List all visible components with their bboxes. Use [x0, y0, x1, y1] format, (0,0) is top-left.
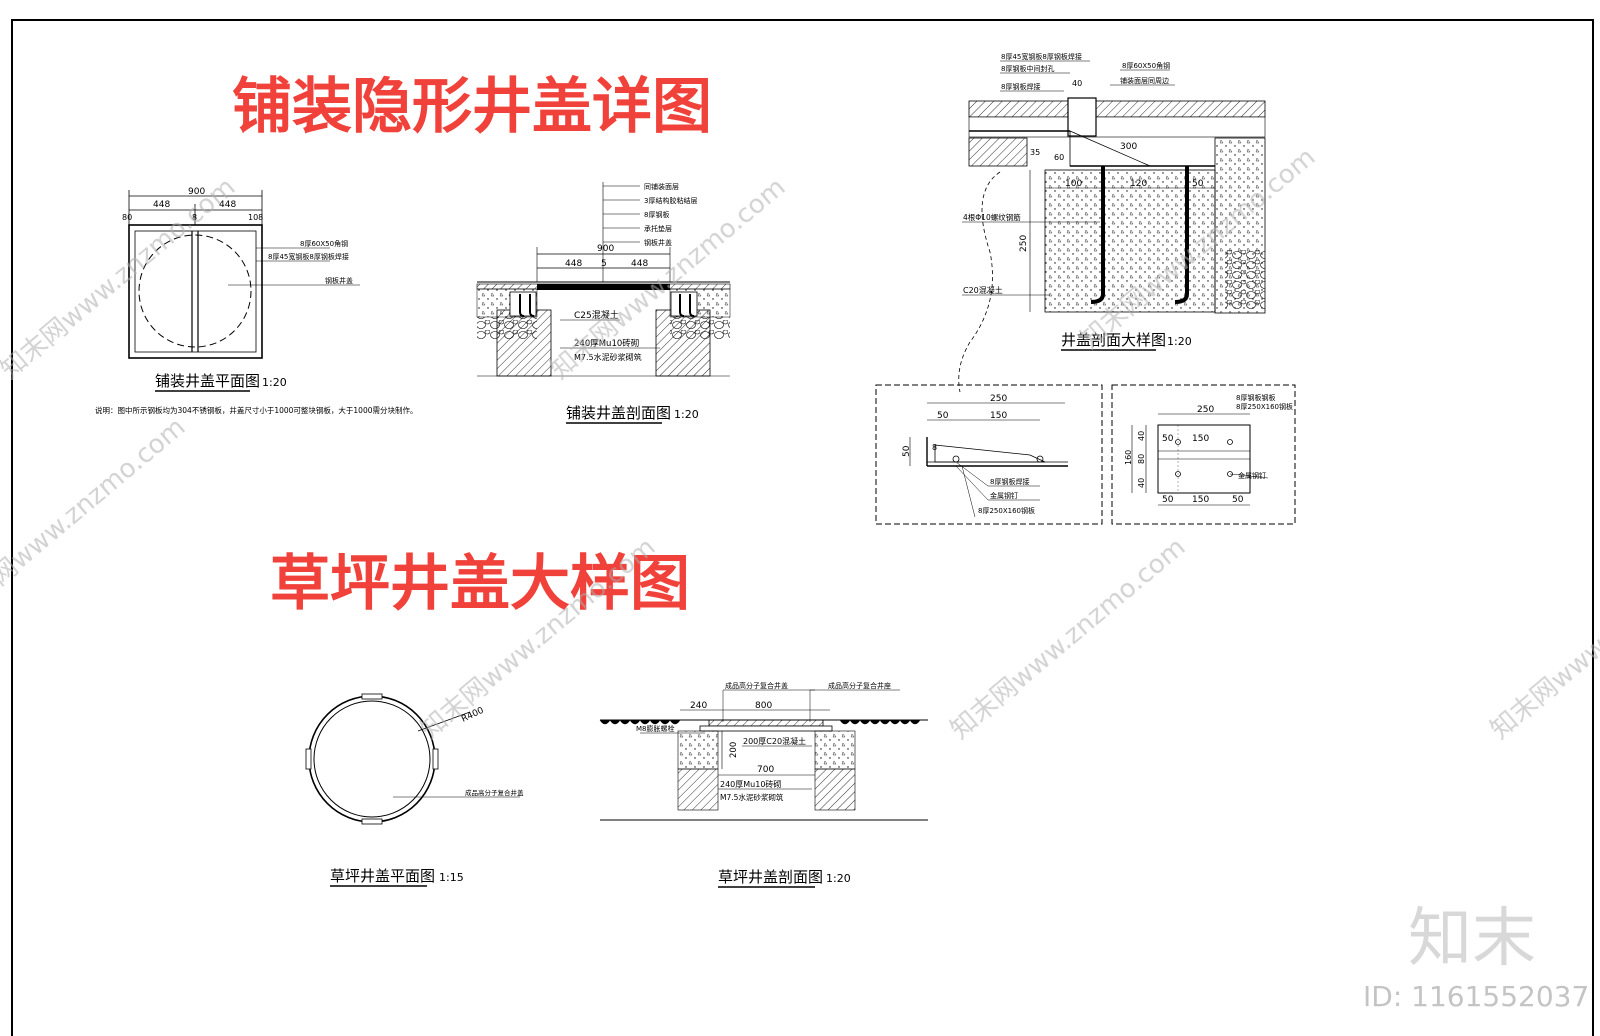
paving-section-scale: 1:20: [674, 408, 699, 421]
detail-label-c20: C20混凝土: [963, 285, 1003, 295]
dim-8: 8: [192, 213, 197, 222]
psec-label-0: 同铺装面层: [644, 182, 679, 191]
paving-section-caption: 铺装井盖剖面图: [566, 404, 671, 422]
detail-b-label-nail: 金属钢钉: [1238, 471, 1266, 480]
detail-b-dim-50-br: 50: [1232, 495, 1244, 505]
dim-108: 108: [248, 213, 263, 222]
watermark-group: 知末网www.znzmo.com 知末网www.znzmo.com 知末网www…: [0, 142, 1600, 745]
detail-a-label-weld: 8厚钢板焊接: [990, 477, 1029, 486]
watermark-diagonal-1: 知末网www.znzmo.com: [0, 172, 241, 385]
lawn-title: 草坪井盖大样图: [270, 549, 690, 619]
lsec-top-1: 成品高分子复合井座: [828, 681, 891, 690]
plan-label-angle-steel: 8厚60X50角钢: [300, 239, 348, 248]
psec-label-1: 3厚结构胶粘结层: [644, 196, 697, 205]
lsec-dim-200: 200: [729, 742, 739, 758]
detail-a-view: 250 50 150 50 8 8厚钢板焊接 金属钢钉 8厚250X160钢板: [875, 384, 1103, 525]
detail-a-label-nail: 金属钢钉: [990, 491, 1018, 500]
watermark-logo: 知末: [1408, 902, 1536, 976]
detail-b-dim-50-top: 50: [1162, 434, 1174, 444]
detail-section-caption: 井盖剖面大样图: [1061, 331, 1166, 349]
detail-a-dim-150: 150: [990, 411, 1007, 421]
lsec-label-mortar: M7.5水泥砂浆砌筑: [720, 792, 784, 802]
lawn-plan-caption: 草坪井盖平面图: [330, 867, 435, 885]
psec-dim-5: 5: [601, 259, 607, 269]
lawn-section-scale: 1:20: [826, 872, 851, 885]
lsec-dim-240: 240: [690, 701, 707, 711]
detail-b-dim-80: 80: [1137, 454, 1146, 464]
detail-b-view: 8厚钢板钢板 8厚250X160钢板 250 50 150 金属钢钉 40 80…: [1111, 384, 1296, 525]
lsec-label-c20: 200厚C20混凝土: [743, 736, 806, 746]
watermark-diagonal-5: 知末网www.znzmo.com: [945, 532, 1191, 745]
lsec-label-brick: 240厚Mu10砖砌: [720, 779, 781, 789]
detail-top-label-4: 铺装面层同周边: [1120, 76, 1169, 85]
detail-top-label-1: 8厚钢板中间封孔: [1001, 64, 1054, 73]
lawn-section-view: 成品高分子复合井盖 成品高分子复合井座 240 800 M8膨胀螺栓 200 2…: [599, 681, 928, 888]
psec-layer-mortar: M7.5水泥砂浆砌筑: [574, 352, 642, 362]
lsec-dim-800: 800: [755, 701, 772, 711]
detail-section-scale: 1:20: [1167, 335, 1192, 348]
detail-top-label-3: 8厚60X50角钢: [1122, 61, 1170, 70]
plan-label-cover: 钢板井盖: [325, 276, 353, 285]
detail-dim-120: 120: [1130, 179, 1147, 189]
detail-label-rebar: 4根Φ10螺纹钢筋: [963, 212, 1021, 222]
detail-b-dim-160: 160: [1124, 450, 1133, 465]
detail-b-label-plate: 8厚250X160钢板: [1236, 402, 1293, 411]
psec-dim-900: 900: [597, 244, 614, 254]
detail-section-view: 8厚45宽钢板8厚钢板焊接 8厚钢板中间封孔 8厚钢板焊接 8厚60X50角钢 …: [958, 52, 1266, 393]
psec-label-4: 钢板井盖: [644, 238, 672, 247]
detail-b-dim-250: 250: [1197, 405, 1214, 415]
detail-a-label-plate: 8厚250X160钢板: [978, 506, 1035, 515]
psec-layer-c25: C25混凝土: [574, 309, 619, 321]
psec-dim-448b: 448: [631, 259, 648, 269]
detail-a-dim-50-side: 50: [902, 445, 912, 457]
detail-b-dim-40a: 40: [1137, 431, 1146, 441]
paving-plan-view: 900 448 448 80 8 108 8厚60X50角钢 8厚45宽钢板8厚…: [95, 187, 418, 415]
lawn-section-caption: 草坪井盖剖面图: [718, 868, 823, 886]
detail-b-dim-150-b: 150: [1192, 495, 1209, 505]
dim-448-left: 448: [153, 200, 170, 210]
detail-b-label-top: 8厚钢板钢板: [1236, 393, 1275, 402]
lsec-dim-700: 700: [757, 765, 774, 775]
detail-dim-100: 100: [1065, 179, 1082, 189]
paving-title: 铺装隐形井盖详图: [232, 72, 712, 142]
detail-b-dim-40b: 40: [1137, 478, 1146, 488]
lawn-plan-scale: 1:15: [439, 871, 464, 884]
detail-a-dim-50: 50: [937, 411, 949, 421]
psec-label-2: 8厚钢板: [644, 210, 669, 219]
paving-plan-caption: 铺装井盖平面图: [155, 372, 260, 390]
psec-label-3: 承托垫层: [644, 224, 672, 233]
detail-dim-40: 40: [1072, 79, 1082, 88]
watermark-id: ID: 1161552037: [1363, 980, 1589, 1013]
psec-dim-448a: 448: [565, 259, 582, 269]
detail-a-dim-250: 250: [990, 394, 1007, 404]
paving-section-view: 同铺装面层 3厚结构胶粘结层 8厚钢板 承托垫层 钢板井盖 900 448 5 …: [476, 182, 731, 424]
lawn-plan-view: R400 成品高分子复合井盖 草坪井盖平面图 1:15: [305, 693, 524, 887]
dim-900: 900: [188, 187, 205, 197]
watermark-diagonal-6: 知末网www.znzmo.com: [1485, 532, 1600, 745]
detail-dim-60: 60: [1054, 153, 1064, 162]
lsec-label-bolt: M8膨胀螺栓: [636, 724, 675, 733]
detail-dim-35: 35: [1030, 148, 1040, 157]
sheet-border: [11, 19, 1594, 1036]
detail-dim-250: 250: [1019, 235, 1029, 252]
lawn-plan-label: 成品高分子复合井盖: [465, 788, 524, 797]
plan-label-plate-weld: 8厚45宽钢板8厚钢板焊接: [268, 252, 349, 261]
watermark-diagonal-7: 知末网www.znzmo.com: [0, 412, 191, 625]
detail-b-dim-50-bl: 50: [1162, 495, 1174, 505]
lsec-top-0: 成品高分子复合井盖: [725, 681, 788, 690]
detail-dim-300: 300: [1120, 142, 1137, 152]
detail-b-dim-150-top: 150: [1192, 434, 1209, 444]
psec-layer-brick: 240厚Mu10砖砌: [574, 338, 639, 349]
detail-top-label-0: 8厚45宽钢板8厚钢板焊接: [1001, 52, 1082, 61]
dim-448-right: 448: [219, 200, 236, 210]
detail-top-label-2: 8厚钢板焊接: [1001, 82, 1040, 91]
paving-plan-scale: 1:20: [262, 376, 287, 389]
paving-plan-note: 说明：图中所示钢板均为304不锈钢板，井盖尺寸小于1000可整块钢板，大于100…: [95, 405, 418, 415]
dim-80: 80: [122, 213, 132, 222]
detail-a-dim-8: 8: [932, 443, 937, 452]
detail-dim-50: 50: [1192, 179, 1204, 189]
